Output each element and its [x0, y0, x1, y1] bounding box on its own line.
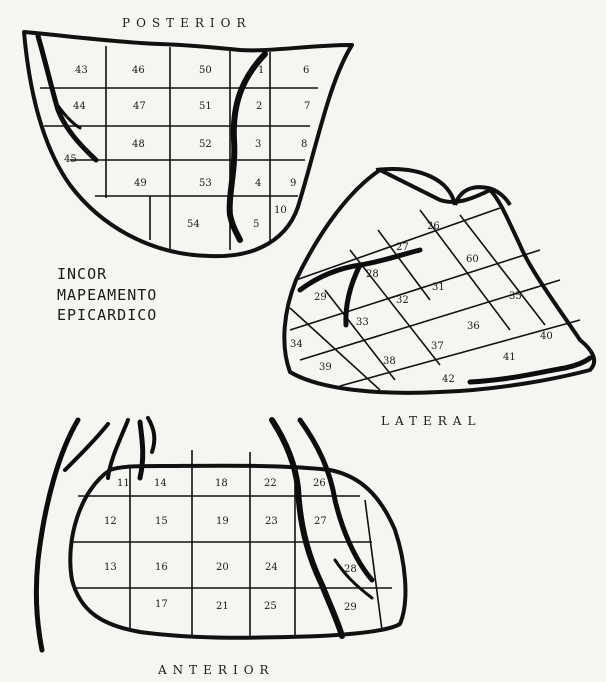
anterior-view: 11 14 18 22 26 12 15 19 23 27 13 16 20 2…: [36, 418, 405, 677]
anterior-segment: 19: [216, 516, 229, 527]
anterior-segment: 11: [117, 478, 130, 489]
lateral-segment: 39: [319, 362, 332, 373]
posterior-segment: 45: [64, 154, 77, 165]
anterior-descending-vessel: [272, 420, 342, 636]
posterior-segment: 52: [199, 139, 212, 150]
posterior-segment: 46: [132, 65, 145, 76]
lateral-segment: 31: [432, 282, 445, 293]
anterior-segment: 18: [215, 478, 228, 489]
lateral-segment: 35: [509, 291, 522, 302]
posterior-segment: 49: [134, 178, 147, 189]
posterior-segment: 2: [256, 101, 262, 112]
lateral-segment: 29: [314, 292, 327, 303]
posterior-segment-labels: 43 46 50 1 6 44 47 51 2 7 45 48 52 3 8 4…: [64, 65, 310, 230]
lateral-label: LATERAL: [381, 414, 481, 428]
anterior-segment: 17: [155, 599, 168, 610]
posterior-label: POSTERIOR: [122, 16, 252, 30]
anterior-segment: 25: [264, 601, 277, 612]
lateral-segment: 41: [503, 352, 516, 363]
lateral-segment: 34: [290, 339, 303, 350]
posterior-segment: 7: [304, 101, 310, 112]
anterior-segment: 16: [155, 562, 168, 573]
posterior-segment: 3: [255, 139, 261, 150]
lateral-vessel-branch: [346, 265, 360, 325]
posterior-segment: 6: [303, 65, 309, 76]
caption-line-2: MAPEAMENTO: [57, 286, 157, 304]
anterior-segment: 12: [104, 516, 117, 527]
lateral-segment: 32: [396, 295, 409, 306]
anterior-top-vessel-fork: [148, 418, 154, 452]
lateral-segment: 38: [383, 356, 396, 367]
posterior-segment: 48: [132, 139, 145, 150]
anterior-segment-labels: 11 14 18 22 26 12 15 19 23 27 13 16 20 2…: [104, 478, 357, 613]
caption-line-3: EPICARDICO: [57, 306, 157, 324]
posterior-segment: 43: [75, 65, 88, 76]
lateral-segment: 28: [366, 269, 379, 280]
posterior-segment: 51: [199, 101, 212, 112]
anterior-segment: 22: [264, 478, 277, 489]
anterior-segment: 27: [314, 516, 327, 527]
lateral-vessel-lower: [470, 358, 590, 382]
lateral-segment: 26: [427, 221, 440, 232]
posterior-segment: 10: [274, 205, 287, 216]
lateral-segment: 40: [540, 331, 553, 342]
posterior-segment: 9: [290, 178, 296, 189]
anterior-segment: 20: [216, 562, 229, 573]
lateral-segment: 37: [431, 341, 444, 352]
anterior-segment: 28: [344, 564, 357, 575]
anterior-segment: 13: [104, 562, 117, 573]
posterior-segment: 1: [258, 65, 264, 76]
lateral-segment-labels: 26 27 60 28 31 29 32 35 33 36 40 34 37 3…: [290, 221, 553, 385]
anterior-segment: 29: [344, 602, 357, 613]
lateral-grid: [290, 208, 580, 390]
lateral-view: 26 27 60 28 31 29 32 35 33 36 40 34 37 3…: [284, 169, 594, 428]
lateral-segment: 33: [356, 317, 369, 328]
lateral-segment: 36: [467, 321, 480, 332]
posterior-segment: 8: [301, 139, 307, 150]
anterior-segment: 14: [154, 478, 167, 489]
posterior-segment: 4: [255, 178, 261, 189]
anterior-segment: 23: [265, 516, 278, 527]
posterior-segment: 50: [199, 65, 212, 76]
caption-line-1: INCOR: [57, 265, 107, 283]
lateral-segment: 60: [466, 254, 479, 265]
anterior-segment: 24: [265, 562, 278, 573]
anterior-segment: 26: [313, 478, 326, 489]
anterior-segment: 21: [216, 601, 229, 612]
lateral-segment: 27: [396, 242, 409, 253]
posterior-segment: 47: [133, 101, 146, 112]
posterior-segment: 44: [73, 101, 86, 112]
caption-block: INCOR MAPEAMENTO EPICARDICO: [57, 265, 157, 324]
anterior-top-vessel: [140, 422, 143, 478]
posterior-segment: 53: [199, 178, 212, 189]
anterior-label: ANTERIOR: [157, 663, 275, 677]
posterior-segment: 5: [253, 219, 259, 230]
posterior-view: POSTERIOR 43 46 50 1 6 44 47 51 2 7: [24, 16, 352, 256]
posterior-segment: 54: [187, 219, 200, 230]
anterior-segment: 15: [155, 516, 168, 527]
lateral-segment: 42: [442, 374, 455, 385]
